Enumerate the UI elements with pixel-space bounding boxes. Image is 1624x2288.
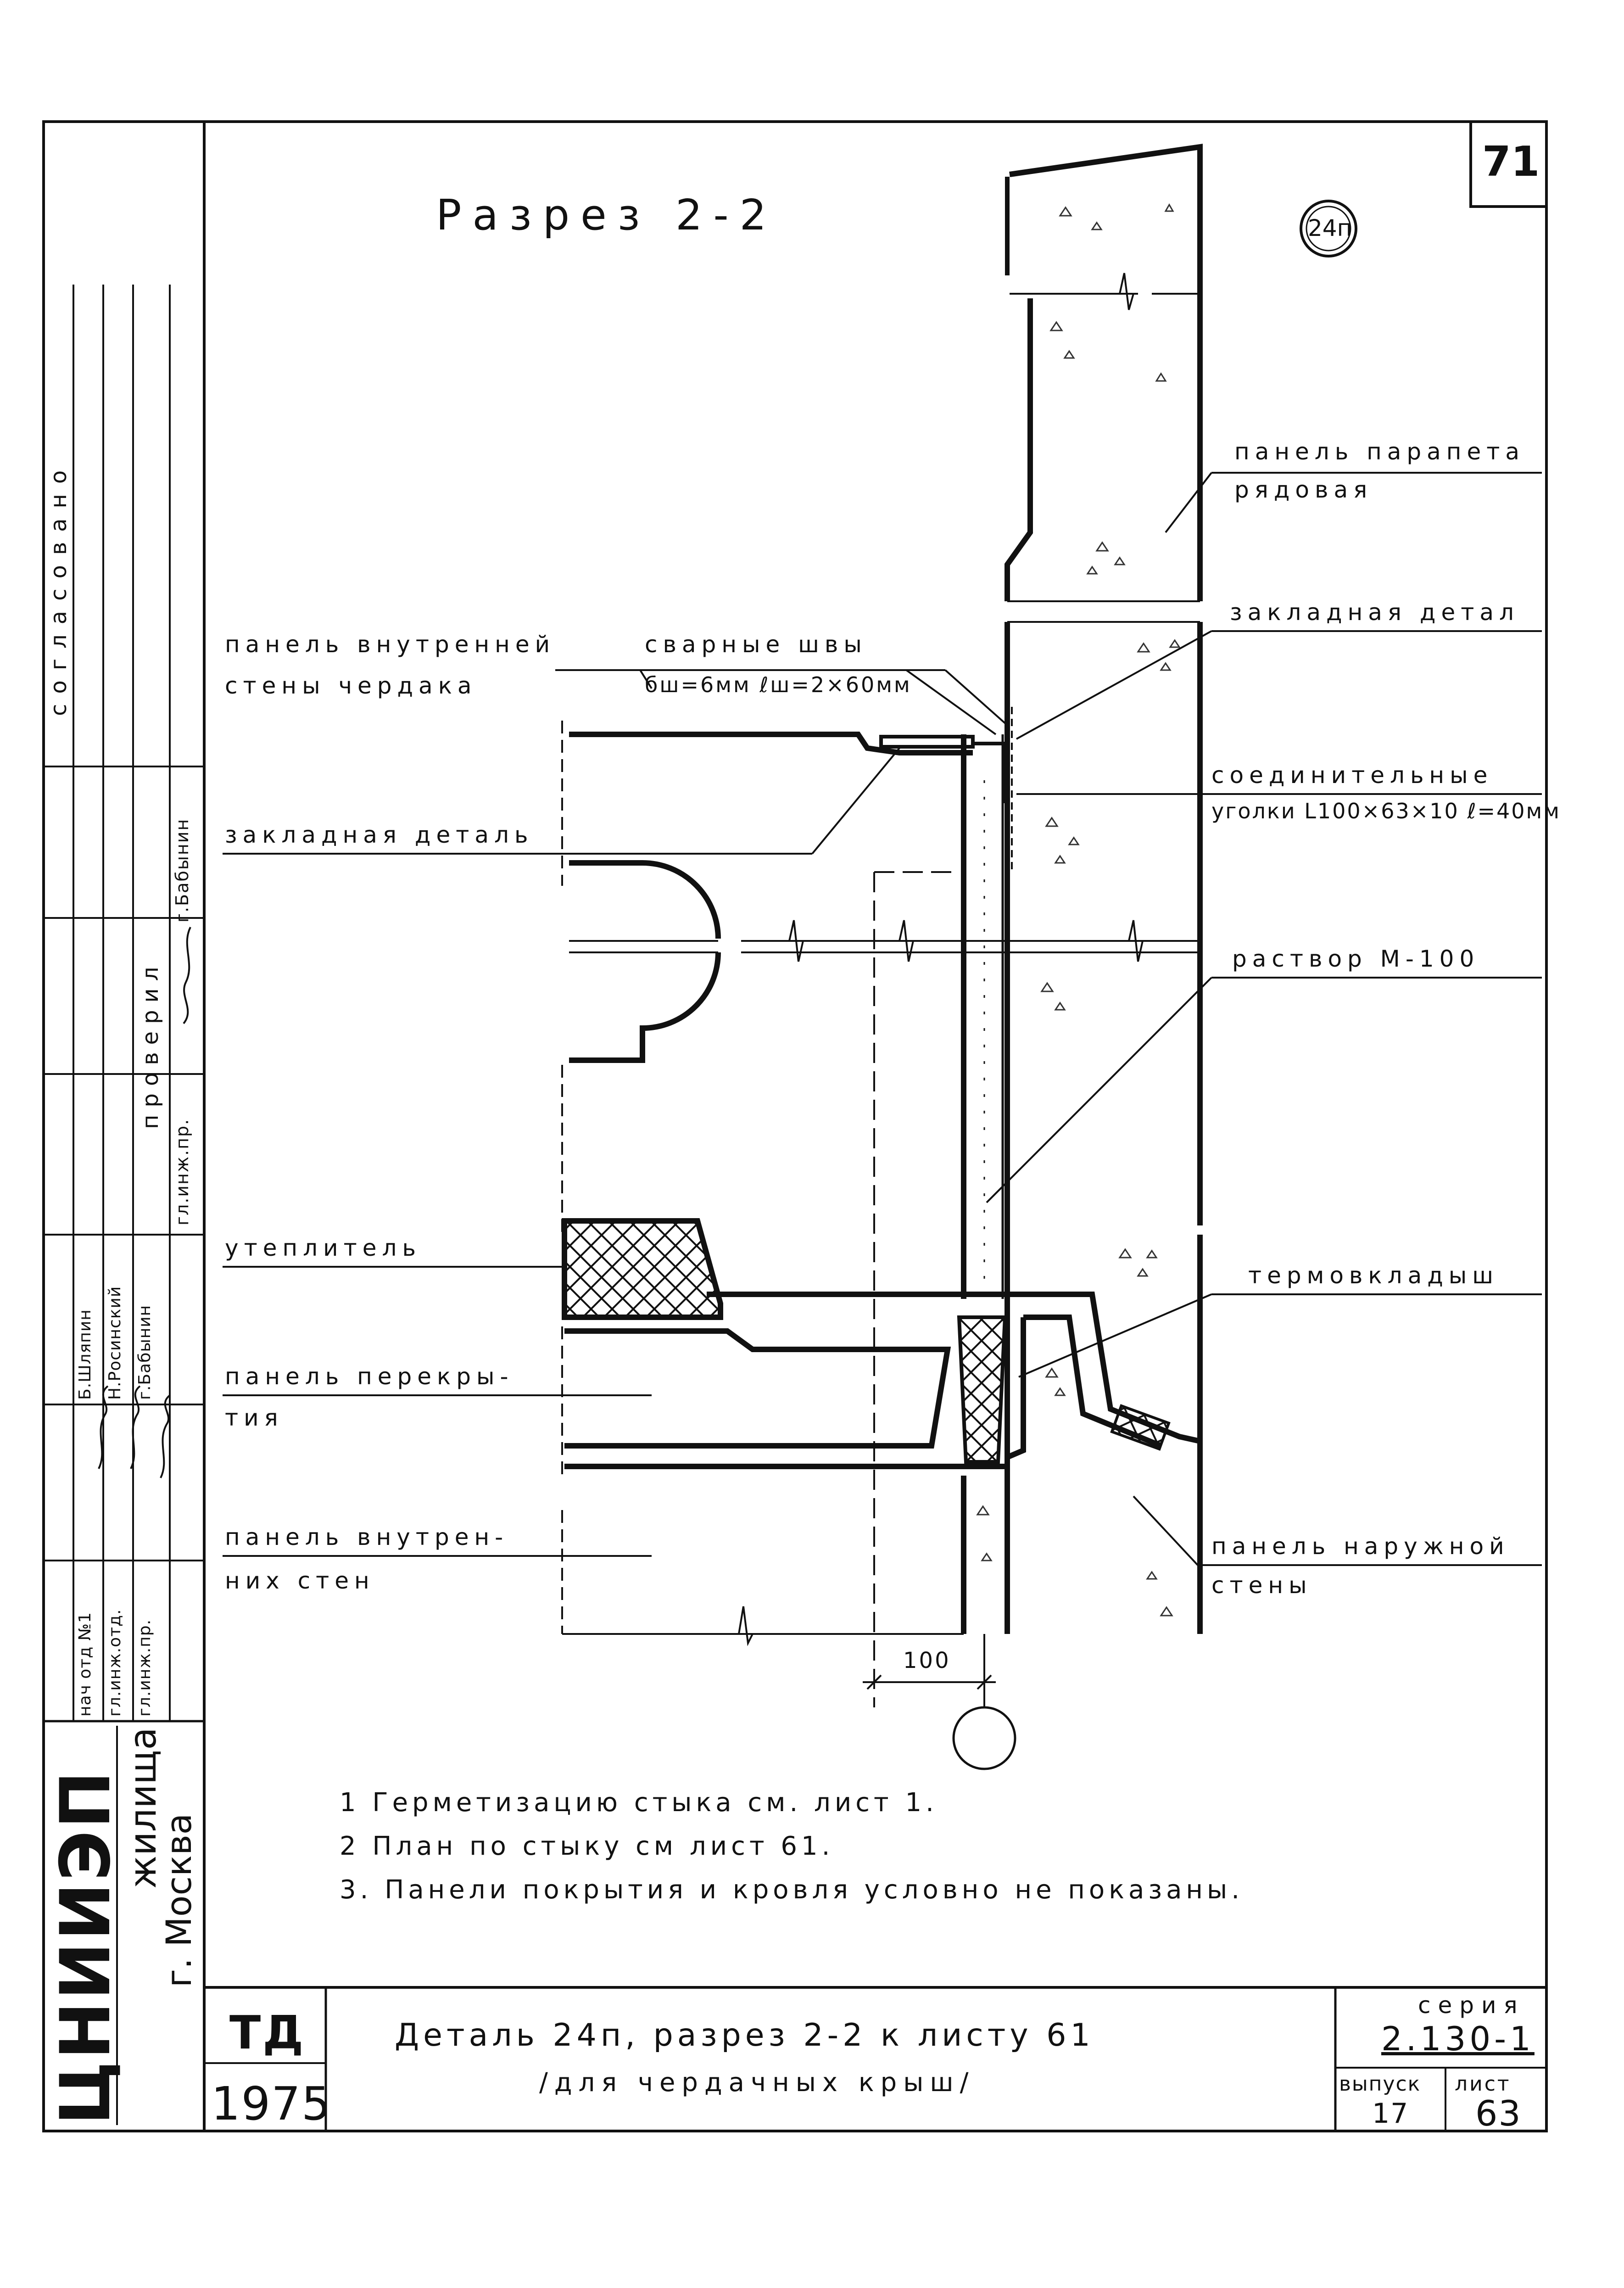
- label-embedded-part-right: закладная детал: [1230, 599, 1519, 626]
- parapet-panel-joints: [1010, 273, 1200, 310]
- stamp-org: ЦНИИЭП: [46, 1769, 126, 2125]
- label-inner-walls-panel-line1: панель внутрен-: [225, 1524, 509, 1550]
- dimension-label: 100: [903, 1648, 951, 1673]
- mortar-joint: [954, 734, 1007, 1634]
- detail-mark: [1300, 200, 1357, 257]
- note-item: 2 План по стыку см лист 61.: [340, 1831, 834, 1861]
- side-block-grid: [44, 285, 204, 1721]
- side-role: гл.инж.пр.: [135, 1619, 154, 1717]
- axis-line: [863, 871, 1016, 1770]
- label-connecting-angles-line1: соединительные: [1211, 762, 1493, 789]
- side-role: нач отд №1: [76, 1612, 95, 1717]
- note-item: 1 Герметизацию стыка см. лист 1.: [340, 1788, 938, 1818]
- label-insulation: утеплитель: [225, 1235, 421, 1261]
- stamp-series-value: 2.130-1: [1381, 2019, 1535, 2058]
- sheet-number: 71: [1482, 138, 1540, 186]
- stamp-sheet-value: 63: [1475, 2093, 1522, 2134]
- stamp-series-label: серия: [1418, 1992, 1525, 2019]
- weld-plates: [879, 707, 1013, 872]
- sheet-frame: [42, 120, 1548, 2132]
- label-inner-wall-panel-line1: панель внутренней: [225, 631, 556, 658]
- notes-list: 1 Герметизацию стыка см. лист 1. 2 План …: [340, 1781, 1244, 1912]
- parapet-panel: [1005, 144, 1203, 602]
- label-inner-walls-panel-line2: них стен: [225, 1567, 375, 1594]
- outer-wall-panel: [1005, 621, 1203, 1634]
- label-connecting-angles-line2: уголки L100×63×10 ℓ=40мм: [1211, 799, 1561, 823]
- label-outer-wall-panel-line2: стены: [1211, 1572, 1312, 1599]
- note-item: 3. Панели покрытия и кровля условно не п…: [340, 1875, 1244, 1905]
- leader-lines: [223, 472, 1542, 1566]
- signatures: [98, 927, 191, 1478]
- sheet-number-box: [1469, 122, 1546, 208]
- stamp-subtitle: /для чердачных крыш/: [539, 2068, 975, 2098]
- label-thermal-insert: термовкладыш: [1248, 1262, 1499, 1289]
- label-inner-wall-panel-line2: стены чердака: [225, 672, 477, 699]
- label-floor-panel-line1: панель перекры-: [225, 1363, 514, 1390]
- stamp-year: 1975: [211, 2077, 332, 2131]
- label-floor-panel-line2: тия: [225, 1404, 284, 1431]
- sealant-block: [1110, 1404, 1171, 1451]
- stamp-code: ТД: [229, 2006, 306, 2059]
- stamp-sheet-label: лист: [1455, 2072, 1511, 2096]
- concrete-hatch: [976, 203, 1181, 1617]
- label-outer-wall-panel-line1: панель наружной: [1211, 1533, 1510, 1560]
- label-welds-line1: сварные швы: [645, 631, 867, 658]
- stamp-title: Деталь 24п, разрез 2-2 к листу 61: [395, 2017, 1094, 2053]
- thermal-insert: [957, 1315, 1007, 1464]
- stamp-issue-label: выпуск: [1339, 2072, 1421, 2096]
- side-role: гл.инж.отд.: [106, 1609, 124, 1717]
- stamp-city: г. Москва: [158, 1813, 199, 1987]
- section-title: Разрез 2-2: [436, 190, 778, 240]
- label-parapet-panel-line1: панель парапета: [1234, 438, 1525, 465]
- label-welds-line2: бш=6мм ℓш=2×60мм: [645, 672, 912, 697]
- inner-walls-panel: [561, 1510, 964, 1646]
- label-parapet-panel-line2: рядовая: [1234, 476, 1373, 503]
- detail-mark-label: 24п: [1308, 215, 1352, 241]
- inner-wall-panel: [561, 721, 973, 1235]
- side-agreed: согласовано: [46, 460, 72, 716]
- label-embedded-part-left: закладная деталь: [225, 822, 534, 848]
- label-mortar: раствор М-100: [1232, 945, 1480, 972]
- floor-panel: [561, 1326, 1005, 1478]
- stamp-issue-value: 17: [1372, 2098, 1409, 2130]
- insulation: [562, 1218, 723, 1320]
